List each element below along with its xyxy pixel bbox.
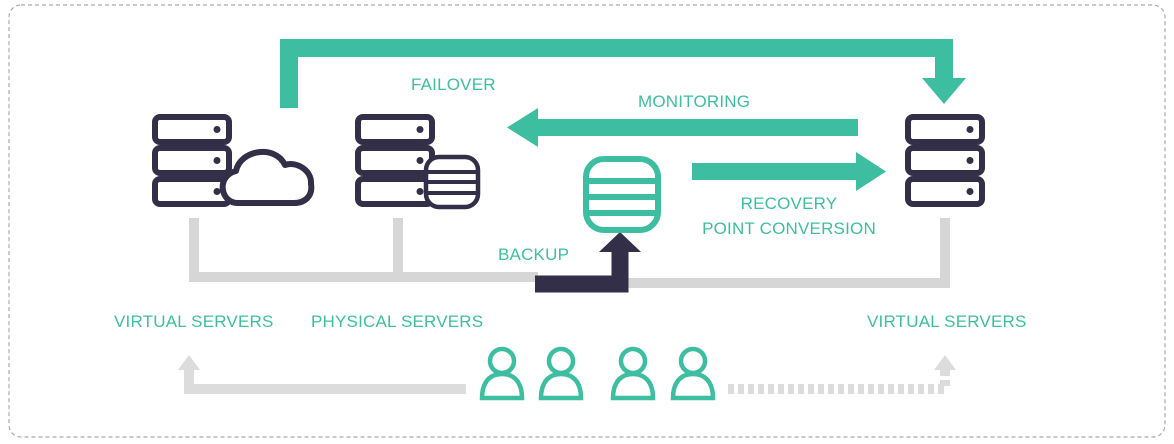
- failover-arrow: [280, 39, 966, 108]
- user-icon: [538, 346, 584, 401]
- user-icon: [670, 346, 716, 401]
- server-database-icon: [355, 114, 481, 210]
- recovery-arrow: [692, 152, 886, 191]
- virtual-servers-right-label: VIRTUAL SERVERS: [867, 312, 1027, 331]
- user-icon: [610, 346, 656, 401]
- connector-lines: [189, 218, 950, 288]
- recovery-label-line2: POINT CONVERSION: [702, 219, 876, 238]
- backup-label: BACKUP: [498, 245, 570, 264]
- server-icon: [905, 114, 985, 207]
- users-left-arrow: [178, 355, 466, 394]
- recovery-label-line1: RECOVERY: [740, 194, 838, 213]
- database-icon: [583, 156, 661, 233]
- physical-servers-label: PHYSICAL SERVERS: [311, 312, 484, 331]
- monitoring-label: MONITORING: [638, 92, 751, 111]
- user-icon: [479, 346, 525, 401]
- server-cloud-icon: [152, 114, 315, 207]
- users-group: [479, 346, 716, 401]
- diagram-frame: [8, 4, 1166, 438]
- backup-arrow: [535, 232, 641, 293]
- failover-label: FAILOVER: [411, 75, 496, 94]
- monitoring-arrow: [507, 108, 858, 147]
- virtual-servers-left-label: VIRTUAL SERVERS: [114, 312, 274, 331]
- users-right-arrow: [728, 355, 956, 394]
